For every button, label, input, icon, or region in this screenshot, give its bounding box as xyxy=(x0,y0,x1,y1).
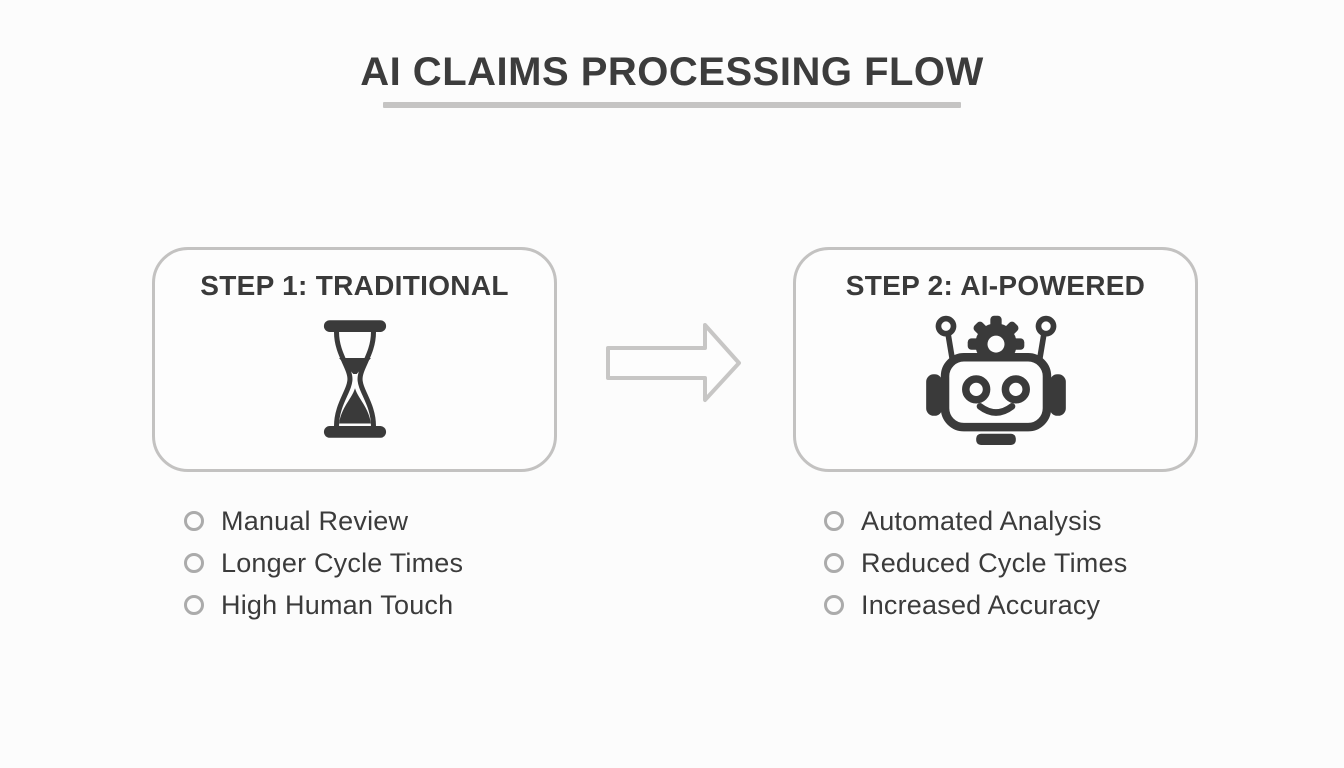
circle-bullet-icon xyxy=(824,511,844,531)
list-item: Longer Cycle Times xyxy=(184,542,463,584)
bullet-label: Manual Review xyxy=(221,505,409,536)
step1-title: STEP 1: TRADITIONAL xyxy=(200,270,509,301)
bullet-label: Reduced Cycle Times xyxy=(861,547,1128,578)
circle-bullet-icon xyxy=(184,553,204,573)
step2-bullet-list: Automated Analysis Reduced Cycle Times I… xyxy=(824,500,1127,626)
list-item: Increased Accuracy xyxy=(824,584,1127,626)
list-item: Manual Review xyxy=(184,500,463,542)
bullet-label: High Human Touch xyxy=(221,589,454,620)
list-item: High Human Touch xyxy=(184,584,463,626)
bullet-label: Longer Cycle Times xyxy=(221,547,464,578)
hourglass-icon xyxy=(155,316,554,442)
list-item: Reduced Cycle Times xyxy=(824,542,1127,584)
circle-bullet-icon xyxy=(184,595,204,615)
title-underline xyxy=(383,102,961,108)
step1-traditional-box: STEP 1: TRADITIONAL xyxy=(152,247,557,472)
bullet-label: Automated Analysis xyxy=(861,505,1102,536)
step2-title: STEP 2: AI-POWERED xyxy=(845,270,1146,301)
step1-bullet-list: Manual Review Longer Cycle Times High Hu… xyxy=(184,500,463,626)
bullet-label: Increased Accuracy xyxy=(861,589,1101,620)
circle-bullet-icon xyxy=(824,595,844,615)
circle-bullet-icon xyxy=(824,553,844,573)
header: AI CLAIMS PROCESSING FLOW xyxy=(0,50,1344,108)
robot-icon xyxy=(796,312,1195,446)
step2-ai-powered-box: STEP 2: AI-POWERED xyxy=(793,247,1198,472)
right-arrow-icon xyxy=(600,315,750,415)
page-title: AI CLAIMS PROCESSING FLOW xyxy=(360,50,984,94)
circle-bullet-icon xyxy=(184,511,204,531)
list-item: Automated Analysis xyxy=(824,500,1127,542)
